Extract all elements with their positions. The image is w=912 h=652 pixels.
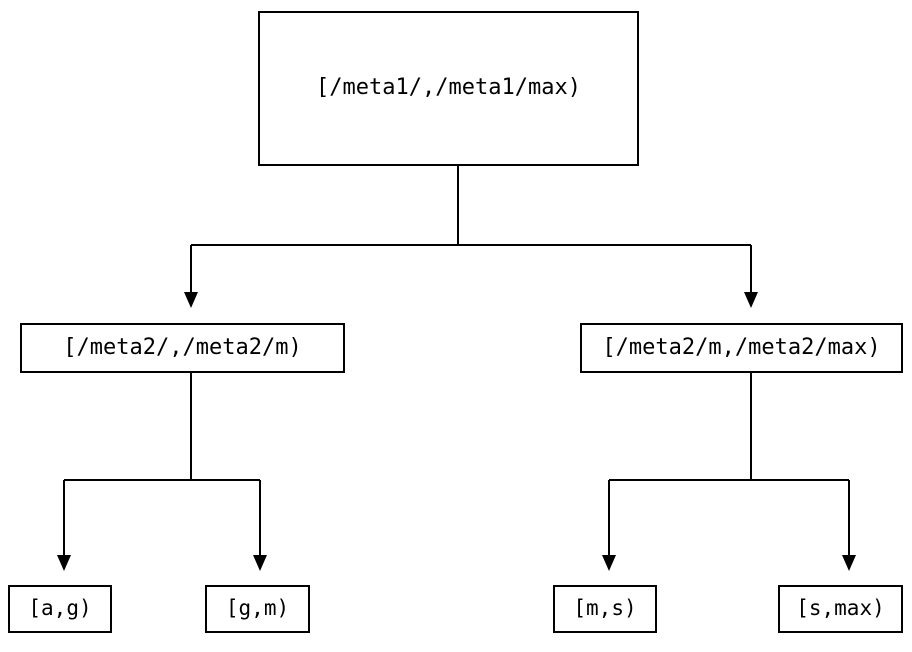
node-mid-left-label: [/meta2/,/meta2/m) — [63, 334, 302, 360]
arrowhead-to-leaf-3 — [602, 555, 616, 571]
node-root-label: [/meta1/,/meta1/max) — [316, 75, 581, 101]
node-root[interactable]: [/meta1/,/meta1/max) — [258, 11, 639, 166]
node-leaf-g-m[interactable]: [g,m) — [205, 585, 310, 633]
node-leaf-m-s-label: [m,s) — [573, 596, 637, 621]
node-leaf-g-m-label: [g,m) — [225, 596, 290, 621]
node-mid-left[interactable]: [/meta2/,/meta2/m) — [20, 323, 345, 373]
arrowhead-to-mid-right — [744, 292, 758, 308]
arrowhead-to-mid-left — [184, 292, 198, 308]
node-leaf-s-max-label: [s,max) — [796, 596, 885, 621]
node-mid-right[interactable]: [/meta2/m,/meta2/max) — [580, 323, 903, 373]
node-mid-right-label: [/meta2/m,/meta2/max) — [602, 334, 881, 360]
arrowhead-to-leaf-2 — [253, 555, 267, 571]
node-leaf-s-max[interactable]: [s,max) — [778, 585, 903, 633]
node-leaf-m-s[interactable]: [m,s) — [553, 585, 657, 633]
node-leaf-a-g[interactable]: [a,g) — [8, 585, 112, 633]
node-leaf-a-g-label: [a,g) — [28, 596, 92, 621]
arrowhead-to-leaf-1 — [57, 555, 71, 571]
arrowhead-to-leaf-4 — [842, 555, 856, 571]
